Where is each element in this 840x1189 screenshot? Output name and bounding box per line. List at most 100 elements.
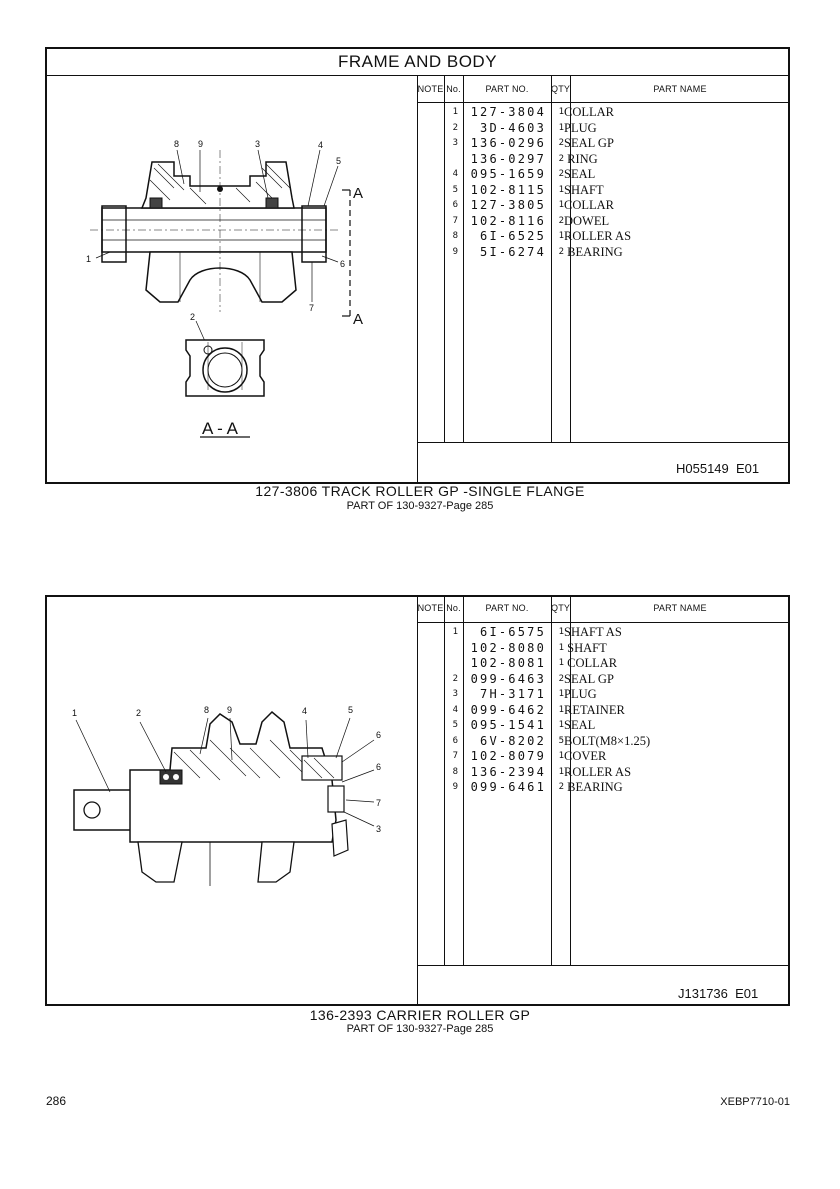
track-roller-illustration: A A 8 9 3 4 5 1 6 7 2 A - A xyxy=(86,139,363,438)
callout-5: 5 xyxy=(348,705,353,715)
col-header-part-name: PART NAME xyxy=(653,603,707,613)
section-view-label: A - A xyxy=(202,419,239,438)
part-name: SEAL xyxy=(564,167,596,181)
item-number: 6 xyxy=(452,735,458,746)
quantity: 1 xyxy=(558,627,564,637)
item-number: 5 xyxy=(452,184,458,195)
part-name: BEARING xyxy=(564,780,623,794)
table-left-border xyxy=(417,76,418,482)
item-number: 3 xyxy=(452,689,458,699)
part-number: 099-6461 xyxy=(470,780,546,794)
assembly-subcaption: PART OF 130-9327-Page 285 xyxy=(346,500,494,512)
callout-5: 5 xyxy=(336,156,341,166)
part-number: 3D-4603 xyxy=(480,120,546,135)
part-name: ROLLER AS xyxy=(564,764,632,779)
item-number xyxy=(444,656,458,672)
quantity: 2 xyxy=(558,169,564,179)
part-number: 102-8115 xyxy=(470,182,546,197)
header-divider xyxy=(417,102,790,103)
col-divider xyxy=(551,596,552,965)
callout-2: 2 xyxy=(190,312,195,322)
callout-6a: 6 xyxy=(376,730,381,740)
item-number: 8 xyxy=(452,766,458,777)
callout-4: 4 xyxy=(302,706,307,716)
page-number: 286 xyxy=(46,1094,67,1108)
col-header-part-no: PART NO. xyxy=(485,603,529,613)
header-divider xyxy=(417,622,790,623)
callout-1: 1 xyxy=(86,254,91,264)
quantity: 2 xyxy=(558,153,564,164)
quantity: 1 xyxy=(558,184,564,195)
col-header-part-name: PART NAME xyxy=(653,84,707,94)
quantity: 1 xyxy=(558,720,564,730)
part-name: RING xyxy=(564,151,598,166)
item-number: 7 xyxy=(452,215,458,226)
section-title: FRAME AND BODY xyxy=(337,52,498,71)
quantity: 2 xyxy=(558,215,564,226)
item-number: 2 xyxy=(452,673,458,684)
item-number: 1 xyxy=(452,627,458,637)
item-number: 3 xyxy=(452,138,458,148)
quantity: 1 xyxy=(558,231,564,241)
part-name: SEAL GP xyxy=(564,671,614,686)
quantity: 2 xyxy=(558,673,564,684)
part-name: COVER xyxy=(564,749,607,763)
col-divider xyxy=(551,76,552,442)
part-name: PLUG xyxy=(564,120,597,135)
section-letter-top: A xyxy=(353,185,363,202)
callout-3: 3 xyxy=(255,139,260,149)
quantity: 1 xyxy=(558,642,564,653)
quantity: 1 xyxy=(558,766,564,777)
callout-7: 7 xyxy=(309,303,314,313)
part-name: SEAL GP xyxy=(564,136,614,150)
quantity: 1 xyxy=(558,107,564,117)
callout-1: 1 xyxy=(72,708,77,718)
col-header-note: NOTE xyxy=(417,603,444,613)
col-divider xyxy=(570,596,571,965)
part-number: 6I-6525 xyxy=(480,229,546,243)
part-name: BOLT(M8×1.25) xyxy=(564,733,651,748)
part-name: COLLAR xyxy=(564,656,618,670)
col-header-note: NOTE xyxy=(417,84,444,94)
item-number: 6 xyxy=(452,200,458,210)
quantity: 2 xyxy=(558,246,564,257)
quantity: 1 xyxy=(558,200,564,210)
col-divider xyxy=(463,596,464,965)
part-number: 136-0297 xyxy=(470,151,546,166)
part-name: SHAFT xyxy=(564,640,607,655)
col-divider xyxy=(463,76,464,442)
carrier-roller-illustration: 1 2 8 9 4 5 6 6 7 3 xyxy=(72,705,381,886)
callout-6: 6 xyxy=(340,259,345,269)
part-number: 099-6462 xyxy=(470,702,546,717)
part-name: SHAFT AS xyxy=(564,625,622,639)
item-number: 9 xyxy=(452,246,458,257)
quantity: 2 xyxy=(558,782,564,792)
part-number: 102-8116 xyxy=(470,213,546,228)
part-number: 136-2394 xyxy=(470,764,546,779)
part-number: 095-1659 xyxy=(470,167,546,181)
part-number: 5I-6274 xyxy=(480,244,546,259)
title-divider xyxy=(45,75,790,76)
callout-8: 8 xyxy=(174,139,179,149)
part-name: SEAL xyxy=(564,718,596,732)
part-number: 127-3805 xyxy=(470,198,546,212)
part-number: 102-8080 xyxy=(470,640,546,655)
item-number: 7 xyxy=(452,751,458,761)
part-name: ROLLER AS xyxy=(564,229,632,243)
part-number: 127-3804 xyxy=(470,105,546,119)
assembly-caption: 127-3806 TRACK ROLLER GP -SINGLE FLANGE xyxy=(255,483,585,499)
callout-6b: 6 xyxy=(376,762,381,772)
part-name: DOWEL xyxy=(564,213,610,228)
